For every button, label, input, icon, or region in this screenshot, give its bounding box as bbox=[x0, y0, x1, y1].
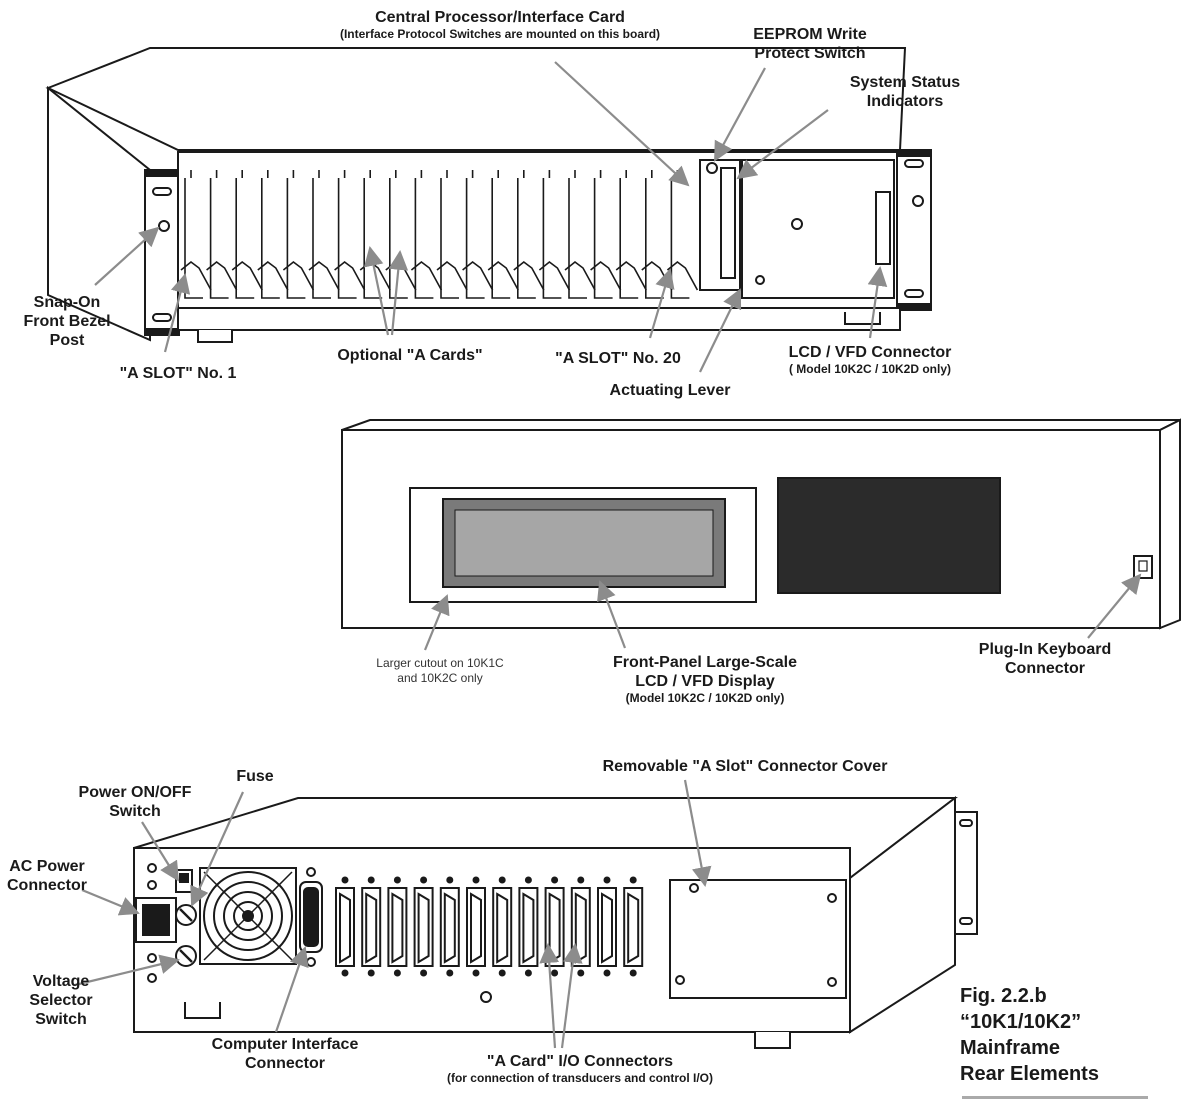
label-optional-a-cards: Optional "A Cards" bbox=[337, 347, 483, 364]
caption-underline bbox=[962, 1096, 1148, 1099]
io-connectors bbox=[335, 876, 644, 977]
label-actuating-lever: Actuating Lever bbox=[609, 382, 731, 399]
slot-card-18 bbox=[615, 170, 647, 299]
label-a-slot-1: "A SLOT" No. 1 bbox=[119, 365, 237, 382]
slot-card-4 bbox=[257, 170, 289, 299]
label-power-switch: Power ON/OFF Switch bbox=[78, 784, 192, 820]
lcd-vfd-connector bbox=[875, 191, 891, 265]
front-right-panel bbox=[741, 159, 895, 299]
label-front-panel-display: Front-Panel Large-Scale LCD / VFD Displa… bbox=[612, 654, 798, 705]
front-right-rack-ear bbox=[896, 149, 932, 311]
label-ac-power: AC Power Connector bbox=[7, 858, 87, 894]
label-eeprom-switch: EEPROM Write Protect Switch bbox=[753, 26, 867, 62]
removable-connector-cover bbox=[669, 879, 847, 999]
arrow-removable-cover bbox=[683, 779, 712, 887]
status-indicators bbox=[720, 167, 736, 279]
arrow-cutout bbox=[423, 594, 450, 651]
slot-card-13 bbox=[487, 170, 519, 299]
slot-card-17 bbox=[590, 170, 622, 299]
label-lcd-connector: LCD / VFD Connector ( Model 10K2C / 10K2… bbox=[788, 344, 952, 376]
slot-card-10 bbox=[410, 170, 443, 299]
io-connector-4 bbox=[413, 876, 434, 977]
slot-card-7 bbox=[334, 170, 366, 299]
label-system-status: System Status Indicators bbox=[849, 74, 961, 110]
arrow-optional-right bbox=[388, 250, 409, 336]
arrow-eeprom bbox=[714, 67, 766, 162]
slot-card-12 bbox=[462, 170, 494, 299]
label-io-connectors: "A Card" I/O Connectors (for connection … bbox=[446, 1053, 713, 1085]
slot-card-5 bbox=[282, 170, 315, 299]
rear-unit bbox=[133, 795, 978, 1049]
slot-card-3 bbox=[231, 170, 263, 299]
front-unit-left-side bbox=[47, 85, 151, 342]
arrow-computer bbox=[274, 946, 309, 1033]
eeprom-switch bbox=[706, 162, 718, 174]
front-bezel-post-left bbox=[158, 220, 170, 232]
front-unit-top-surface bbox=[45, 47, 907, 151]
front-bezel-post-right bbox=[912, 195, 924, 207]
slot-card-16 bbox=[564, 170, 596, 299]
label-voltage-selector: Voltage Selector Switch bbox=[29, 973, 93, 1028]
figure-caption: Fig. 2.2.b “10K1/10K2” Mainframe Rear El… bbox=[960, 985, 1099, 1085]
arrow-ac bbox=[81, 888, 140, 916]
display-unit bbox=[341, 418, 1181, 630]
arrow-voltage bbox=[74, 954, 180, 987]
label-a-slot-20: "A SLOT" No. 20 bbox=[555, 350, 681, 367]
arrow-keyboard bbox=[1087, 573, 1142, 639]
label-removable-cover: Removable "A Slot" Connector Cover bbox=[602, 758, 888, 775]
slot-card-1 bbox=[180, 170, 212, 299]
arrow-io-right bbox=[560, 943, 583, 1049]
cooling-fan bbox=[199, 867, 297, 965]
arrow-slot-20 bbox=[648, 268, 675, 339]
slot-card-11 bbox=[436, 170, 468, 299]
slot-card-2 bbox=[206, 170, 238, 299]
io-connector-3 bbox=[387, 876, 408, 977]
io-connector-12 bbox=[623, 876, 644, 977]
arrow-lcd-connector bbox=[867, 266, 888, 339]
front-unit-open bbox=[45, 47, 932, 343]
label-central-processor: Central Processor/Interface Card (Interf… bbox=[339, 9, 661, 41]
arrow-bezel-post bbox=[94, 226, 160, 286]
io-connector-8 bbox=[518, 876, 539, 977]
label-keyboard-connector: Plug-In Keyboard Connector bbox=[978, 641, 1112, 677]
arrow-power bbox=[141, 821, 180, 882]
label-computer-interface: Computer Interface Connector bbox=[211, 1036, 359, 1072]
slot-card-6 bbox=[308, 170, 340, 299]
label-front-bezel-post: Snap-On Front Bezel Post bbox=[23, 294, 111, 349]
arrow-slot-1 bbox=[163, 273, 191, 353]
keypad-panel bbox=[777, 477, 1001, 594]
io-connector-6 bbox=[466, 876, 486, 977]
slot-card-14 bbox=[513, 170, 545, 299]
io-connector-10 bbox=[570, 876, 591, 977]
arrow-io-left bbox=[539, 943, 560, 1049]
arrow-display bbox=[597, 580, 627, 649]
arrow-actuating-lever bbox=[699, 288, 742, 373]
io-connector-1 bbox=[335, 876, 355, 977]
io-connector-7 bbox=[492, 876, 513, 977]
arrow-status bbox=[736, 109, 829, 180]
label-larger-cutout: Larger cutout on 10K1C and 10K2C only bbox=[376, 656, 504, 685]
arrow-fuse bbox=[190, 791, 245, 907]
arrow-optional-left bbox=[363, 246, 390, 336]
slot-card-15 bbox=[538, 170, 571, 299]
io-connector-5 bbox=[439, 876, 460, 977]
label-fuse: Fuse bbox=[236, 768, 274, 785]
leader-arrows bbox=[74, 61, 1142, 1049]
io-connector-2 bbox=[361, 876, 382, 977]
arrow-central-processor bbox=[554, 61, 690, 187]
io-connector-11 bbox=[597, 876, 617, 977]
